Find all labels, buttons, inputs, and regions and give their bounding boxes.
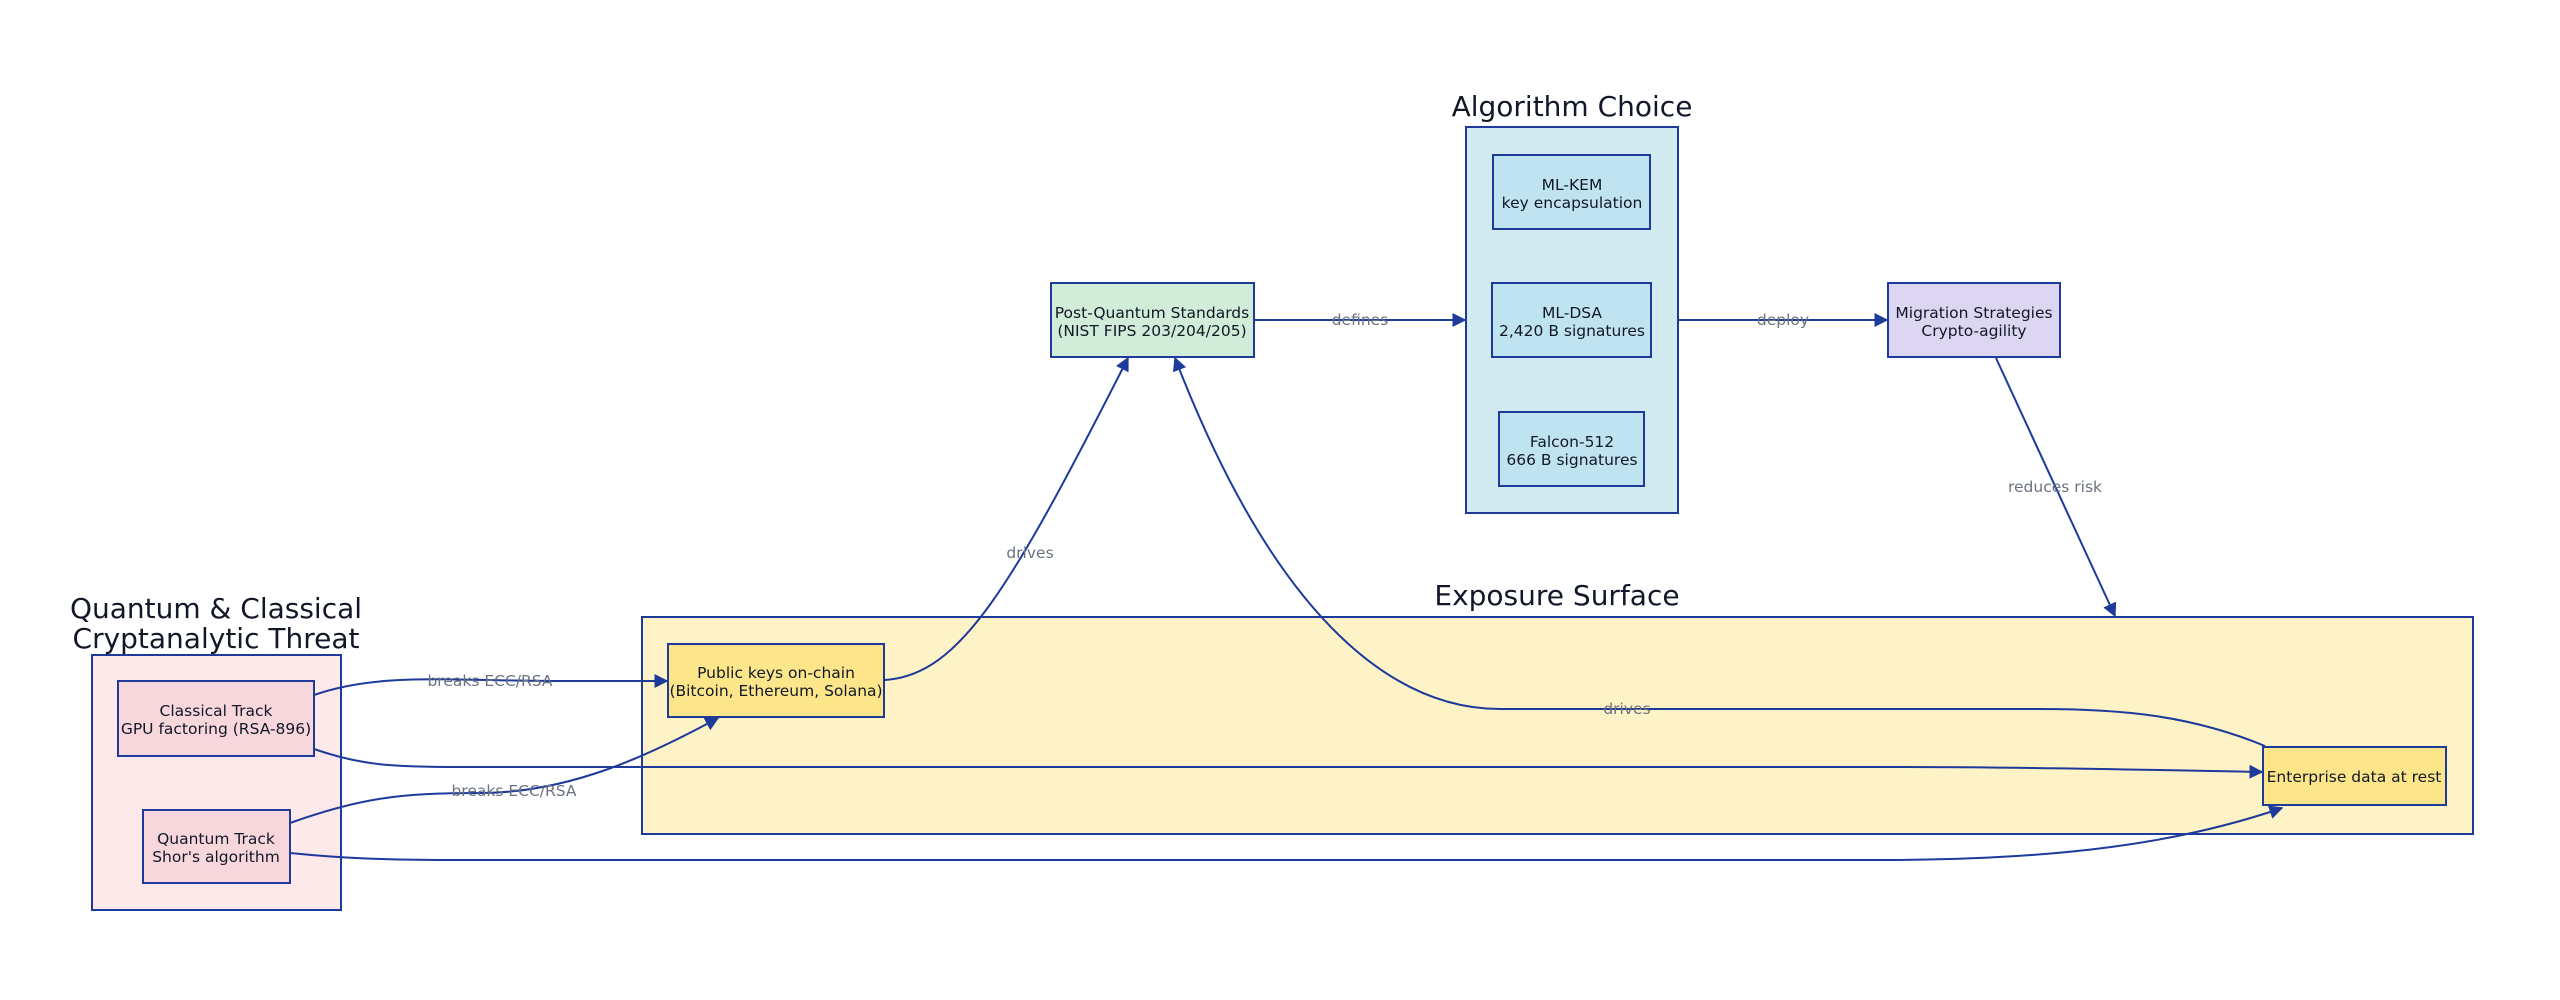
edge-label-deploy: deploy bbox=[1757, 311, 1809, 329]
edge-classical-to-pubkeys bbox=[313, 674, 669, 696]
node-falcon-512[interactable]: Falcon-512 666 B signatures bbox=[1498, 411, 1645, 487]
node-enterprise-data-box bbox=[2262, 746, 2447, 806]
edge-classical-to-enterprise bbox=[313, 748, 2264, 779]
node-pq-standards[interactable]: Post-Quantum Standards (NIST FIPS 203/20… bbox=[1050, 282, 1255, 358]
node-migration-strategies-line2: Crypto-agility bbox=[1921, 322, 2026, 340]
node-migration-strategies-line1: Migration Strategies bbox=[1895, 304, 2052, 322]
edge-migration-to-exposure bbox=[1995, 357, 2117, 618]
exposure-cluster-box bbox=[641, 616, 2474, 835]
node-quantum-track-line2: Shor's algorithm bbox=[152, 848, 280, 866]
node-ml-kem-box bbox=[1492, 154, 1651, 230]
node-ml-dsa-box bbox=[1491, 282, 1652, 358]
node-pq-standards-box bbox=[1050, 282, 1255, 358]
edge-label-reduces-risk: reduces risk bbox=[2008, 478, 2102, 496]
node-enterprise-data-label: Enterprise data at rest bbox=[2267, 768, 2442, 786]
node-classical-track-line1: Classical Track bbox=[160, 702, 273, 720]
node-falcon-512-box bbox=[1498, 411, 1645, 487]
node-falcon-512-line2: 666 B signatures bbox=[1506, 451, 1637, 469]
edge-pubkeys-to-standards bbox=[884, 356, 1129, 681]
node-pq-standards-line2: (NIST FIPS 203/204/205) bbox=[1057, 322, 1246, 340]
node-classical-track-box bbox=[117, 680, 315, 757]
node-public-keys-line2: (Bitcoin, Ethereum, Solana) bbox=[669, 682, 882, 700]
node-ml-dsa[interactable]: ML-DSA 2,420 B signatures bbox=[1491, 282, 1652, 358]
node-classical-track[interactable]: Classical Track GPU factoring (RSA-896) bbox=[117, 680, 315, 757]
edge-labels: breaks ECC/RSA breaks ECC/RSA drives dri… bbox=[427, 311, 2102, 800]
edge-label-defines: defines bbox=[1332, 311, 1389, 329]
node-pq-standards-line1: Post-Quantum Standards bbox=[1055, 304, 1249, 322]
edge-enterprise-to-standards bbox=[1173, 356, 2266, 747]
node-ml-kem[interactable]: ML-KEM key encapsulation bbox=[1492, 154, 1651, 230]
exposure-cluster-title: Exposure Surface bbox=[1434, 579, 1679, 612]
node-enterprise-data[interactable]: Enterprise data at rest bbox=[2262, 746, 2447, 806]
threat-cluster-title-line2: Cryptanalytic Threat bbox=[73, 622, 360, 655]
node-public-keys-line1: Public keys on-chain bbox=[697, 664, 855, 682]
node-quantum-track-box bbox=[142, 809, 291, 884]
node-ml-dsa-line2: 2,420 B signatures bbox=[1499, 322, 1645, 340]
node-ml-kem-line1: ML-KEM bbox=[1542, 176, 1603, 194]
node-quantum-track-line1: Quantum Track bbox=[157, 830, 275, 848]
node-quantum-track[interactable]: Quantum Track Shor's algorithm bbox=[142, 809, 291, 884]
edge-label-breaks-quantum: breaks ECC/RSA bbox=[451, 782, 576, 800]
algorithm-cluster-title: Algorithm Choice bbox=[1452, 90, 1693, 123]
node-migration-strategies[interactable]: Migration Strategies Crypto-agility bbox=[1887, 282, 2061, 358]
threat-cluster-title-line1: Quantum & Classical bbox=[70, 592, 362, 625]
node-falcon-512-line1: Falcon-512 bbox=[1530, 433, 1614, 451]
node-public-keys-box bbox=[667, 643, 885, 718]
edge-label-drives-enterprise: drives bbox=[1603, 700, 1650, 718]
edge-quantum-to-pubkeys bbox=[289, 717, 720, 824]
node-public-keys[interactable]: Public keys on-chain (Bitcoin, Ethereum,… bbox=[667, 643, 885, 718]
node-classical-track-line2: GPU factoring (RSA-896) bbox=[121, 720, 311, 738]
node-migration-strategies-box bbox=[1887, 282, 2061, 358]
edge-label-drives-pubkeys: drives bbox=[1006, 544, 1053, 562]
node-ml-kem-line2: key encapsulation bbox=[1502, 194, 1643, 212]
edge-label-breaks-classical: breaks ECC/RSA bbox=[427, 672, 552, 690]
exposure-cluster: Exposure Surface bbox=[641, 579, 2474, 835]
node-ml-dsa-line1: ML-DSA bbox=[1542, 304, 1602, 322]
edge-quantum-to-enterprise bbox=[289, 805, 2284, 861]
edges bbox=[289, 313, 2284, 861]
